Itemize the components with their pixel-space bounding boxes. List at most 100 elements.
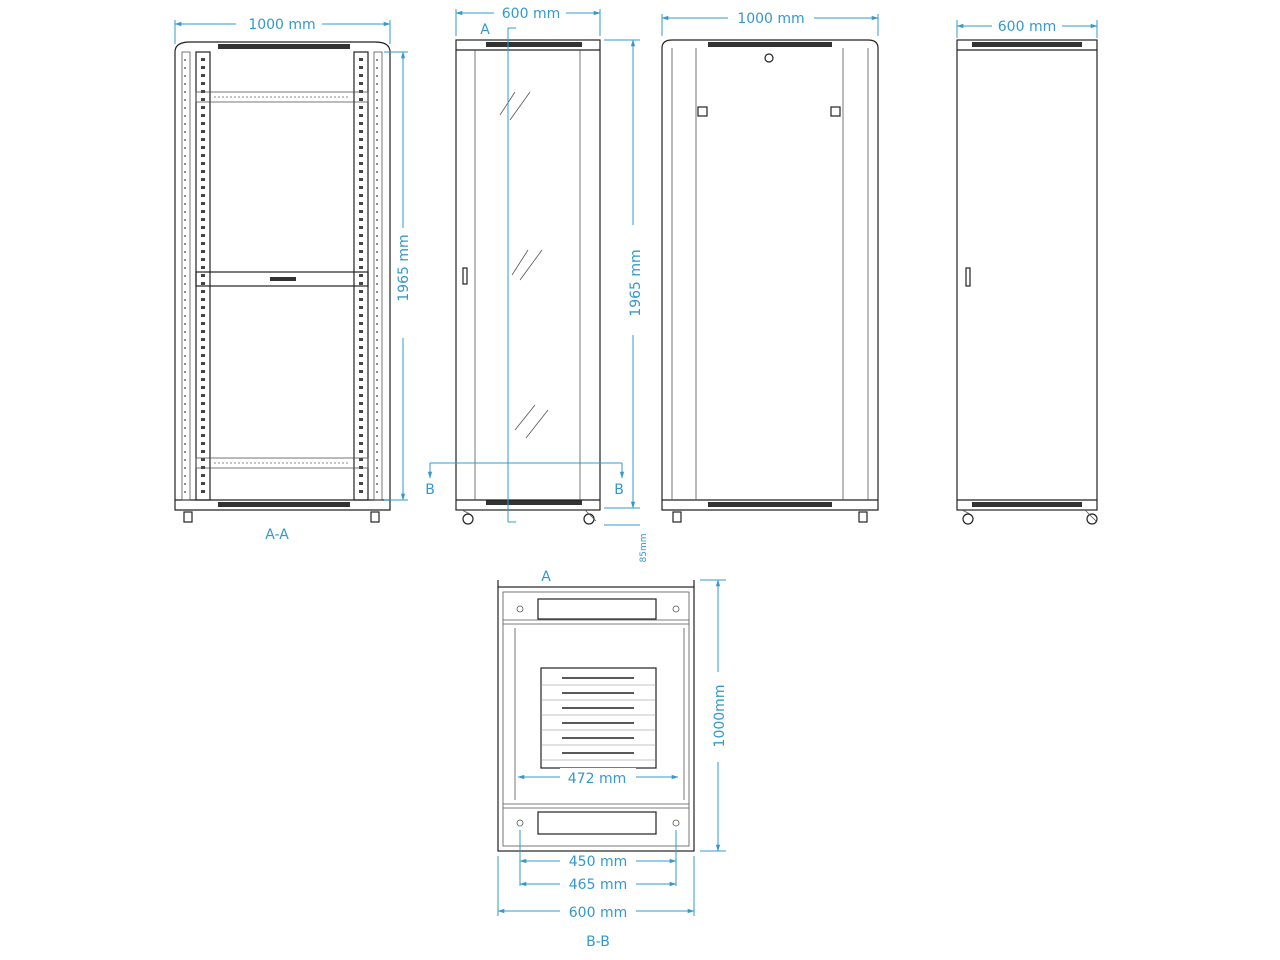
post-hole <box>376 491 378 493</box>
rack-hole <box>201 314 205 317</box>
rack-hole <box>201 386 205 389</box>
rack-hole <box>359 178 363 181</box>
side-depth-label: 600 mm <box>998 19 1056 35</box>
post-hole <box>184 371 186 373</box>
post-hole <box>184 283 186 285</box>
post-hole <box>184 131 186 133</box>
post-hole <box>376 331 378 333</box>
post-hole <box>184 115 186 117</box>
post-hole <box>376 387 378 389</box>
rack-hole <box>201 90 205 93</box>
rack-hole <box>359 90 363 93</box>
rack-hole <box>359 234 363 237</box>
post-hole <box>376 283 378 285</box>
rack-hole <box>201 146 205 149</box>
plan-mount-label-2: 465 mm <box>569 877 627 893</box>
post-hole <box>376 219 378 221</box>
rack-hole <box>201 242 205 245</box>
post-hole <box>376 115 378 117</box>
post-hole <box>184 243 186 245</box>
rack-hole <box>359 322 363 325</box>
post-hole <box>184 91 186 93</box>
rack-hole <box>359 98 363 101</box>
rack-hole <box>359 154 363 157</box>
caster-height-label: 85mm <box>639 534 649 563</box>
post-hole <box>184 451 186 453</box>
post-hole <box>376 227 378 229</box>
post-hole <box>376 211 378 213</box>
post-hole <box>184 443 186 445</box>
rack-hole <box>359 266 363 269</box>
post-hole <box>376 307 378 309</box>
rack-hole <box>201 114 205 117</box>
rack-hole <box>201 82 205 85</box>
post-hole <box>376 131 378 133</box>
rack-hole <box>359 474 363 477</box>
rack-hole <box>359 186 363 189</box>
post-hole <box>376 203 378 205</box>
rack-hole <box>201 170 205 173</box>
rack-hole <box>359 410 363 413</box>
rack-hole <box>201 482 205 485</box>
post-hole <box>184 251 186 253</box>
rack-hole <box>359 282 363 285</box>
post-hole <box>184 203 186 205</box>
rack-hole <box>359 170 363 173</box>
post-hole <box>184 171 186 173</box>
post-hole <box>376 235 378 237</box>
post-hole <box>184 227 186 229</box>
post-hole <box>376 179 378 181</box>
post-hole <box>184 435 186 437</box>
post-hole <box>184 299 186 301</box>
post-hole <box>376 91 378 93</box>
post-hole <box>184 211 186 213</box>
rack-hole <box>359 82 363 85</box>
rack-hole <box>359 130 363 133</box>
post-hole <box>184 491 186 493</box>
post-hole <box>376 251 378 253</box>
rack-hole <box>201 442 205 445</box>
rack-hole <box>201 202 205 205</box>
rack-hole <box>201 474 205 477</box>
rack-hole <box>201 138 205 141</box>
post-hole <box>184 187 186 189</box>
rack-hole <box>359 306 363 309</box>
post-hole <box>184 59 186 61</box>
glass-height-label: 1965 mm <box>628 249 644 316</box>
rack-hole <box>201 466 205 469</box>
rack-hole <box>359 314 363 317</box>
rack-hole <box>359 218 363 221</box>
post-hole <box>376 67 378 69</box>
post-hole <box>376 155 378 157</box>
rack-hole <box>359 362 363 365</box>
post-hole <box>376 435 378 437</box>
plan-depth-label: 1000mm <box>712 685 728 748</box>
post-hole <box>184 395 186 397</box>
post-hole <box>184 99 186 101</box>
rack-hole <box>201 458 205 461</box>
post-hole <box>376 275 378 277</box>
rack-hole <box>201 162 205 165</box>
rack-hole <box>359 386 363 389</box>
post-hole <box>184 259 186 261</box>
post-hole <box>184 315 186 317</box>
rear-view: 1000 mm <box>661 8 879 523</box>
post-hole <box>184 163 186 165</box>
rack-hole <box>201 218 205 221</box>
glass-marker-a: A <box>480 22 490 38</box>
post-hole <box>184 75 186 77</box>
rack-hole <box>359 418 363 421</box>
post-hole <box>376 171 378 173</box>
rack-hole <box>201 194 205 197</box>
post-hole <box>376 475 378 477</box>
post-hole <box>184 355 186 357</box>
post-hole <box>376 291 378 293</box>
rack-hole <box>201 490 205 493</box>
rack-hole <box>359 250 363 253</box>
post-hole <box>376 139 378 141</box>
glass-marker-b-right: B <box>614 482 624 498</box>
post-hole <box>184 339 186 341</box>
rack-hole <box>359 466 363 469</box>
post-hole <box>376 467 378 469</box>
rack-hole <box>201 58 205 61</box>
